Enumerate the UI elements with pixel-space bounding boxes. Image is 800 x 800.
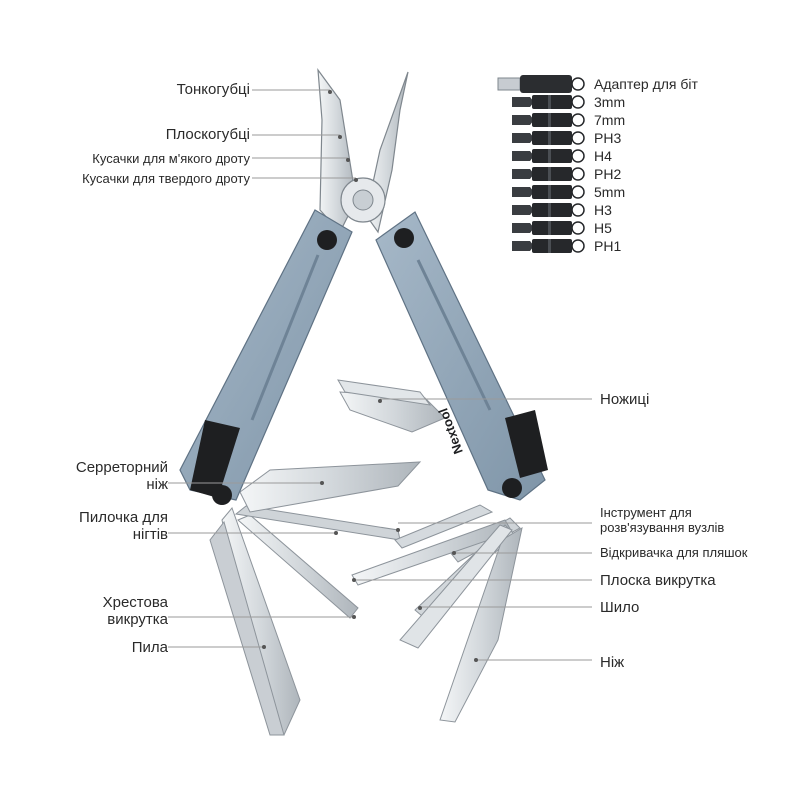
leader-dot [328,90,332,94]
hex-bit-icon [512,203,585,217]
leader-dot [474,658,478,662]
knot-tool [394,504,494,549]
leader-dot [452,551,456,555]
label-saw: Пила [131,639,168,656]
bit-label: PH1 [594,238,622,254]
leader-dot [338,135,342,139]
leader-dot [354,178,358,182]
leader-dot [262,645,266,649]
hex-bit-icon [512,95,585,109]
bit-label: 5mm [594,184,626,200]
label-flat-screwdriver: Плоска викрутка [600,572,716,589]
bit-label: Адаптер для біт [594,76,698,92]
bit-set [497,75,585,253]
right-handle: Nextool [375,211,548,501]
leader-dot [346,158,350,162]
leader-dot [418,606,422,610]
main-knife [399,524,523,723]
bit-label: 7mm [594,112,626,128]
bit-label: 3mm [594,94,626,110]
phillips-bit-icon [512,239,585,253]
label-bottle-opener: Відкривачка для пляшок [600,545,748,560]
leader-dot [378,399,382,403]
scissors [337,379,446,433]
flat-bit-icon [512,113,585,127]
leader-lines [168,89,592,661]
phillips-bit-icon [512,131,585,145]
label-flat-pliers: Плоскогубці [165,126,250,143]
flat-bit-icon [512,185,585,199]
label-knife: Ніж [600,654,625,671]
hex-bit-icon [512,149,585,163]
leader-dot [352,578,356,582]
phillips-bit-icon [512,167,585,181]
leader-dot [334,531,338,535]
leader-dot [320,481,324,485]
bit-label: H4 [594,148,612,164]
bit-label: H3 [594,202,612,218]
label-soft-wire-cutter: Кусачки для м'якого дроту [92,151,250,166]
leader-dot [352,615,356,619]
bit-adapter-icon [497,75,585,93]
saw-blade [209,507,301,736]
label-thin-pliers: Тонкогубці [176,81,250,98]
label-awl: Шило [600,599,640,616]
bit-label: PH3 [594,130,622,146]
label-hard-wire-cutter: Кусачки для твердого дроту [82,171,250,186]
leader-dot [396,528,400,532]
phillips-screwdriver [237,514,359,619]
serrated-knife [239,461,422,513]
leader-dots [262,90,478,662]
left-handle [179,209,353,505]
pliers-jaws [317,67,409,234]
label-scissors: Ножиці [600,391,650,408]
hex-bit-icon [512,221,585,235]
bit-label: H5 [594,220,612,236]
bit-label: PH2 [594,166,622,182]
